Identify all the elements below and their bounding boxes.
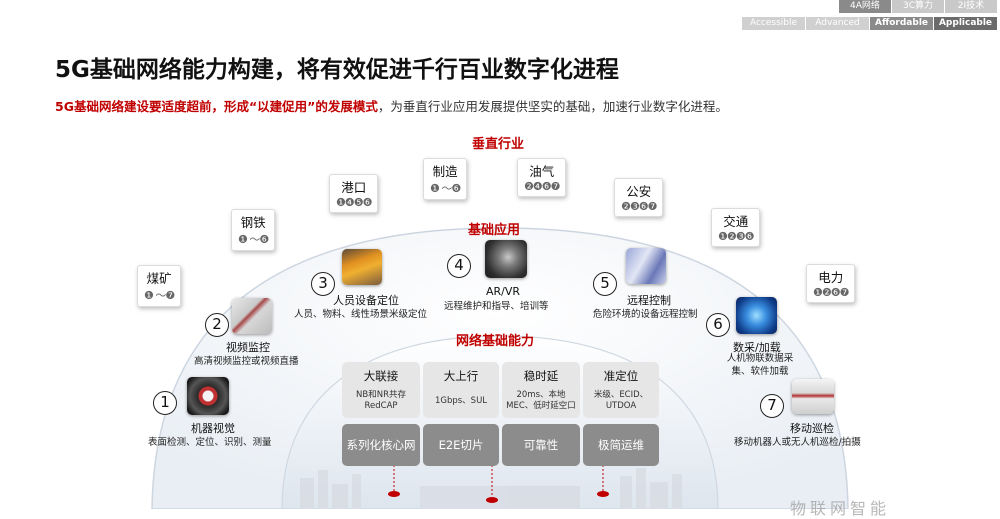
capability-stable-latency: 稳时延 20ms、本地 MEC、低时延空口 [502,362,580,418]
industry-cases: ❶❷❸❻ [718,230,754,243]
video-surveillance-image [232,298,272,334]
industry-cases: ❶ ～❻ [430,182,461,195]
industry-cases: ❶ ～❻ [238,233,269,246]
app-desc-1: 表面检测、定位、识别、测量 [148,437,272,448]
app-number-3: 3 [311,272,335,296]
industry-transportation: 交通 ❶❷❸❻ [711,208,761,247]
foundation-simple-om: 极简运维 [583,424,659,466]
app-number-6: 6 [706,313,730,337]
app-desc-4: 远程维护和指导、培训等 [444,301,549,312]
subtitle-highlight: 5G基础网络建设要适度超前，形成“以建促用”的发展模式 [55,99,378,114]
app-desc-3: 人员、物料、线性场景米级定位 [294,309,428,320]
industry-steel: 钢铁 ❶ ～❻ [231,209,276,251]
app-title-7: 移动巡检 [790,422,834,435]
capability-desc: NB和NR共存 RedCAP [356,390,406,411]
app-title-2: 视频监控 [226,341,270,354]
section-vertical-industries: 垂直行业 [472,137,525,152]
industry-coal-mine: 煤矿 ❶ ～❼ [137,265,182,307]
subtitle-rest: ，为垂直行业应用发展提供坚实的基础，加速行业数字化进程。 [377,99,728,114]
section-network-capabilities: 网络基础能力 [456,334,535,349]
industry-public-security: 公安 ❷❸❻❼ [614,178,664,217]
page-subtitle: 5G基础网络建设要适度超前，形成“以建促用”的发展模式，为垂直行业应用发展提供坚… [55,96,728,115]
foundation-e2e-slicing: E2E切片 [423,424,499,466]
section-basic-applications: 基础应用 [468,223,521,238]
industry-name: 钢铁 [240,215,266,230]
tab-accessible[interactable]: Accessible [742,17,805,30]
city-skyline [300,468,682,509]
capability-uplink: 大上行 1Gbps、SUL [423,362,499,418]
red-pins [393,465,604,498]
industry-port: 港口 ❶❹❺❻ [329,174,379,213]
page-title: 5G基础网络能力构建，将有效促进千行百业数字化进程 [55,57,619,83]
industry-cases: ❶ ～❼ [144,289,175,302]
ar-vr-image [485,240,527,278]
app-desc-7: 移动机器人或无人机巡检/拍摄 [734,437,861,448]
industry-name: 油气 [529,164,555,179]
remote-control-image [626,248,666,284]
machine-vision-image [187,377,229,415]
industry-cases: ❷❸❻❼ [621,200,657,213]
app-desc-5: 危险环境的设备远程控制 [593,309,698,320]
personnel-positioning-image [342,249,382,285]
mobile-inspection-image [792,379,834,414]
top-tabs-row2: Accessible Advanced Affordable Applicabl… [741,17,997,30]
capability-title: 准定位 [603,369,639,383]
industry-name: 交通 [723,214,749,229]
data-collection-image [736,297,777,334]
capability-positioning: 准定位 米级、ECID、 UTDOA [583,362,659,418]
app-number-1: 1 [153,391,177,415]
industry-name: 港口 [341,180,367,195]
capability-desc: 20ms、本地 MEC、低时延空口 [506,390,576,411]
app-title-6: 数采/加载 [733,341,781,354]
industry-cases: ❷❹❻❼ [524,180,560,193]
industry-name: 公安 [626,184,652,199]
watermark: 物联网智能 [790,499,891,518]
industry-name: 电力 [818,270,844,285]
industry-manufacturing: 制造 ❶ ～❻ [423,158,468,200]
capability-massive-connectivity: 大联接 NB和NR共存 RedCAP [342,362,420,418]
app-number-7: 7 [760,394,784,418]
industry-cases: ❶❹❺❻ [336,196,372,209]
capability-title: 大联接 [363,369,399,383]
industry-cases: ❶❷❻❼ [813,286,849,299]
app-number-4: 4 [447,254,471,278]
app-title-1: 机器视觉 [191,422,235,435]
tab-4a-network[interactable]: 4A网络 [839,0,891,13]
industry-name: 煤矿 [146,271,172,286]
foundation-core-network: 系列化核心网 [342,424,420,466]
top-tabs-row1: 4A网络 3C算力 2I技术 [838,0,997,13]
capability-title: 大上行 [443,369,479,383]
tab-applicable[interactable]: Applicable [934,17,997,30]
app-title-5: 远程控制 [627,294,671,307]
capability-title: 稳时延 [523,369,559,383]
industry-power: 电力 ❶❷❻❼ [806,264,856,303]
app-desc-2: 高清视频监控或视频直播 [194,356,299,367]
tab-3c-compute[interactable]: 3C算力 [892,0,944,13]
tab-advanced[interactable]: Advanced [806,17,869,30]
app-desc-6: 人机物联数据采集、软件加载 [726,353,794,377]
app-number-2: 2 [205,313,229,337]
app-title-4: AR/VR [486,285,521,298]
app-title-3: 人员设备定位 [333,294,399,307]
capability-desc: 1Gbps、SUL [434,396,488,406]
app-number-5: 5 [593,272,617,296]
foundation-reliability: 可靠性 [502,424,580,466]
industry-oil-gas: 油气 ❷❹❻❼ [517,158,567,197]
industry-name: 制造 [432,164,458,179]
capability-desc: 米级、ECID、 UTDOA [593,390,649,411]
tab-affordable[interactable]: Affordable [870,17,933,30]
tab-2i-tech[interactable]: 2I技术 [945,0,997,13]
